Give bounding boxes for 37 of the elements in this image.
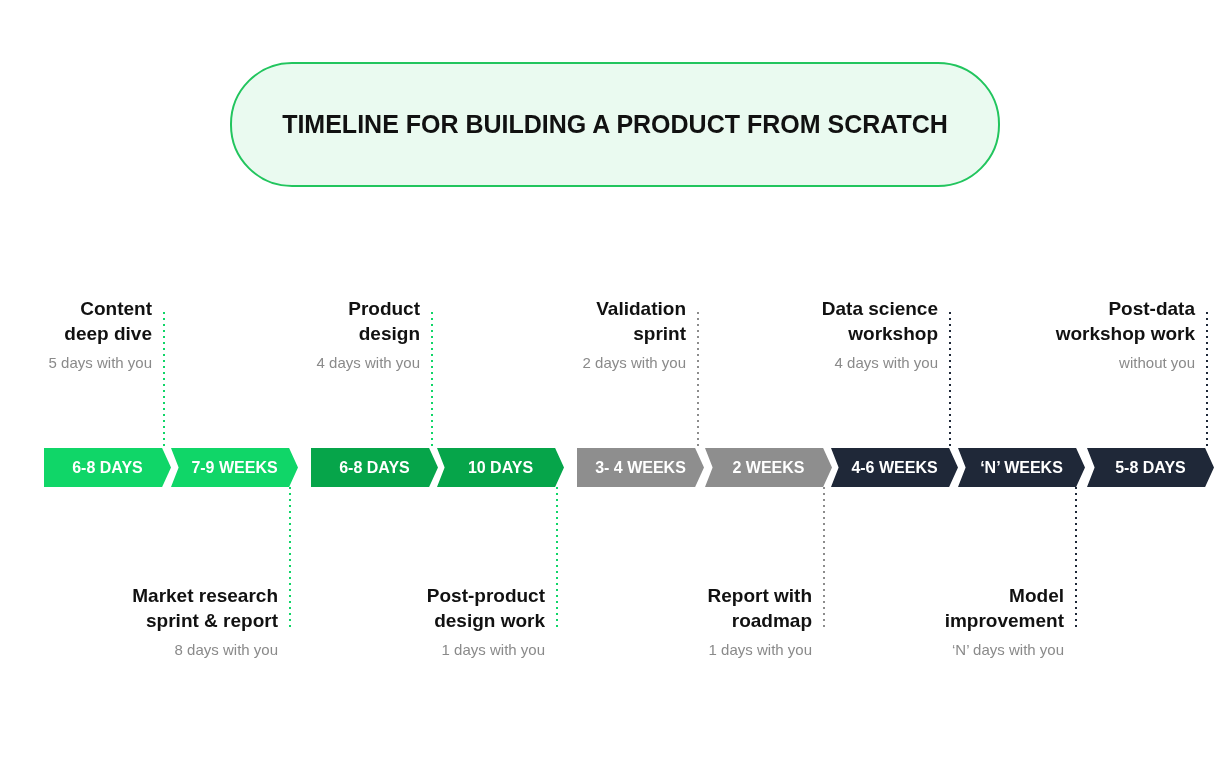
leader-line <box>1206 311 1208 449</box>
leader-line <box>431 311 433 449</box>
duration-segment: 6-8 DAYS <box>44 448 171 487</box>
milestone-heading: Product design <box>347 297 420 346</box>
leader-line <box>163 311 165 449</box>
duration-segment: 5-8 DAYS <box>1087 448 1214 487</box>
leader-line <box>556 486 558 629</box>
milestone-heading: Content deep dive <box>63 297 152 346</box>
time-note: 4 days with you <box>833 354 938 371</box>
duration-segment: 6-8 DAYS <box>311 448 438 487</box>
duration-segment: 4-6 WEEKS <box>831 448 958 487</box>
time-note: 1 days with you <box>707 641 812 658</box>
leader-line <box>697 311 699 449</box>
title-banner: TIMELINE FOR BUILDING A PRODUCT FROM SCRATCH <box>230 62 1000 187</box>
milestone-heading: Market research sprint & report <box>131 584 278 633</box>
leader-line <box>823 486 825 629</box>
milestone-heading: Report with roadmap <box>706 584 812 633</box>
milestone-heading: Model improvement <box>943 584 1064 633</box>
time-note: ‘N’ days with you <box>951 641 1064 658</box>
leader-line <box>289 486 291 629</box>
time-note: without you <box>1118 354 1195 371</box>
duration-segment: ‘N’ WEEKS <box>958 448 1085 487</box>
milestone-heading: Validation sprint <box>595 297 686 346</box>
leader-line <box>1075 486 1077 629</box>
duration-segment: 10 DAYS <box>437 448 564 487</box>
duration-segment: 7-9 WEEKS <box>171 448 298 487</box>
time-note: 4 days with you <box>315 354 420 371</box>
duration-segment: 3- 4 WEEKS <box>577 448 704 487</box>
milestone-heading: Post-data workshop work <box>1054 297 1195 346</box>
leader-line <box>949 311 951 449</box>
time-note: 2 days with you <box>581 354 686 371</box>
time-note: 8 days with you <box>173 641 278 658</box>
time-note: 5 days with you <box>47 354 152 371</box>
duration-segment: 2 WEEKS <box>705 448 832 487</box>
time-note: 1 days with you <box>440 641 545 658</box>
milestone-heading: Data science workshop <box>820 297 938 346</box>
milestone-heading: Post-product design work <box>425 584 545 633</box>
